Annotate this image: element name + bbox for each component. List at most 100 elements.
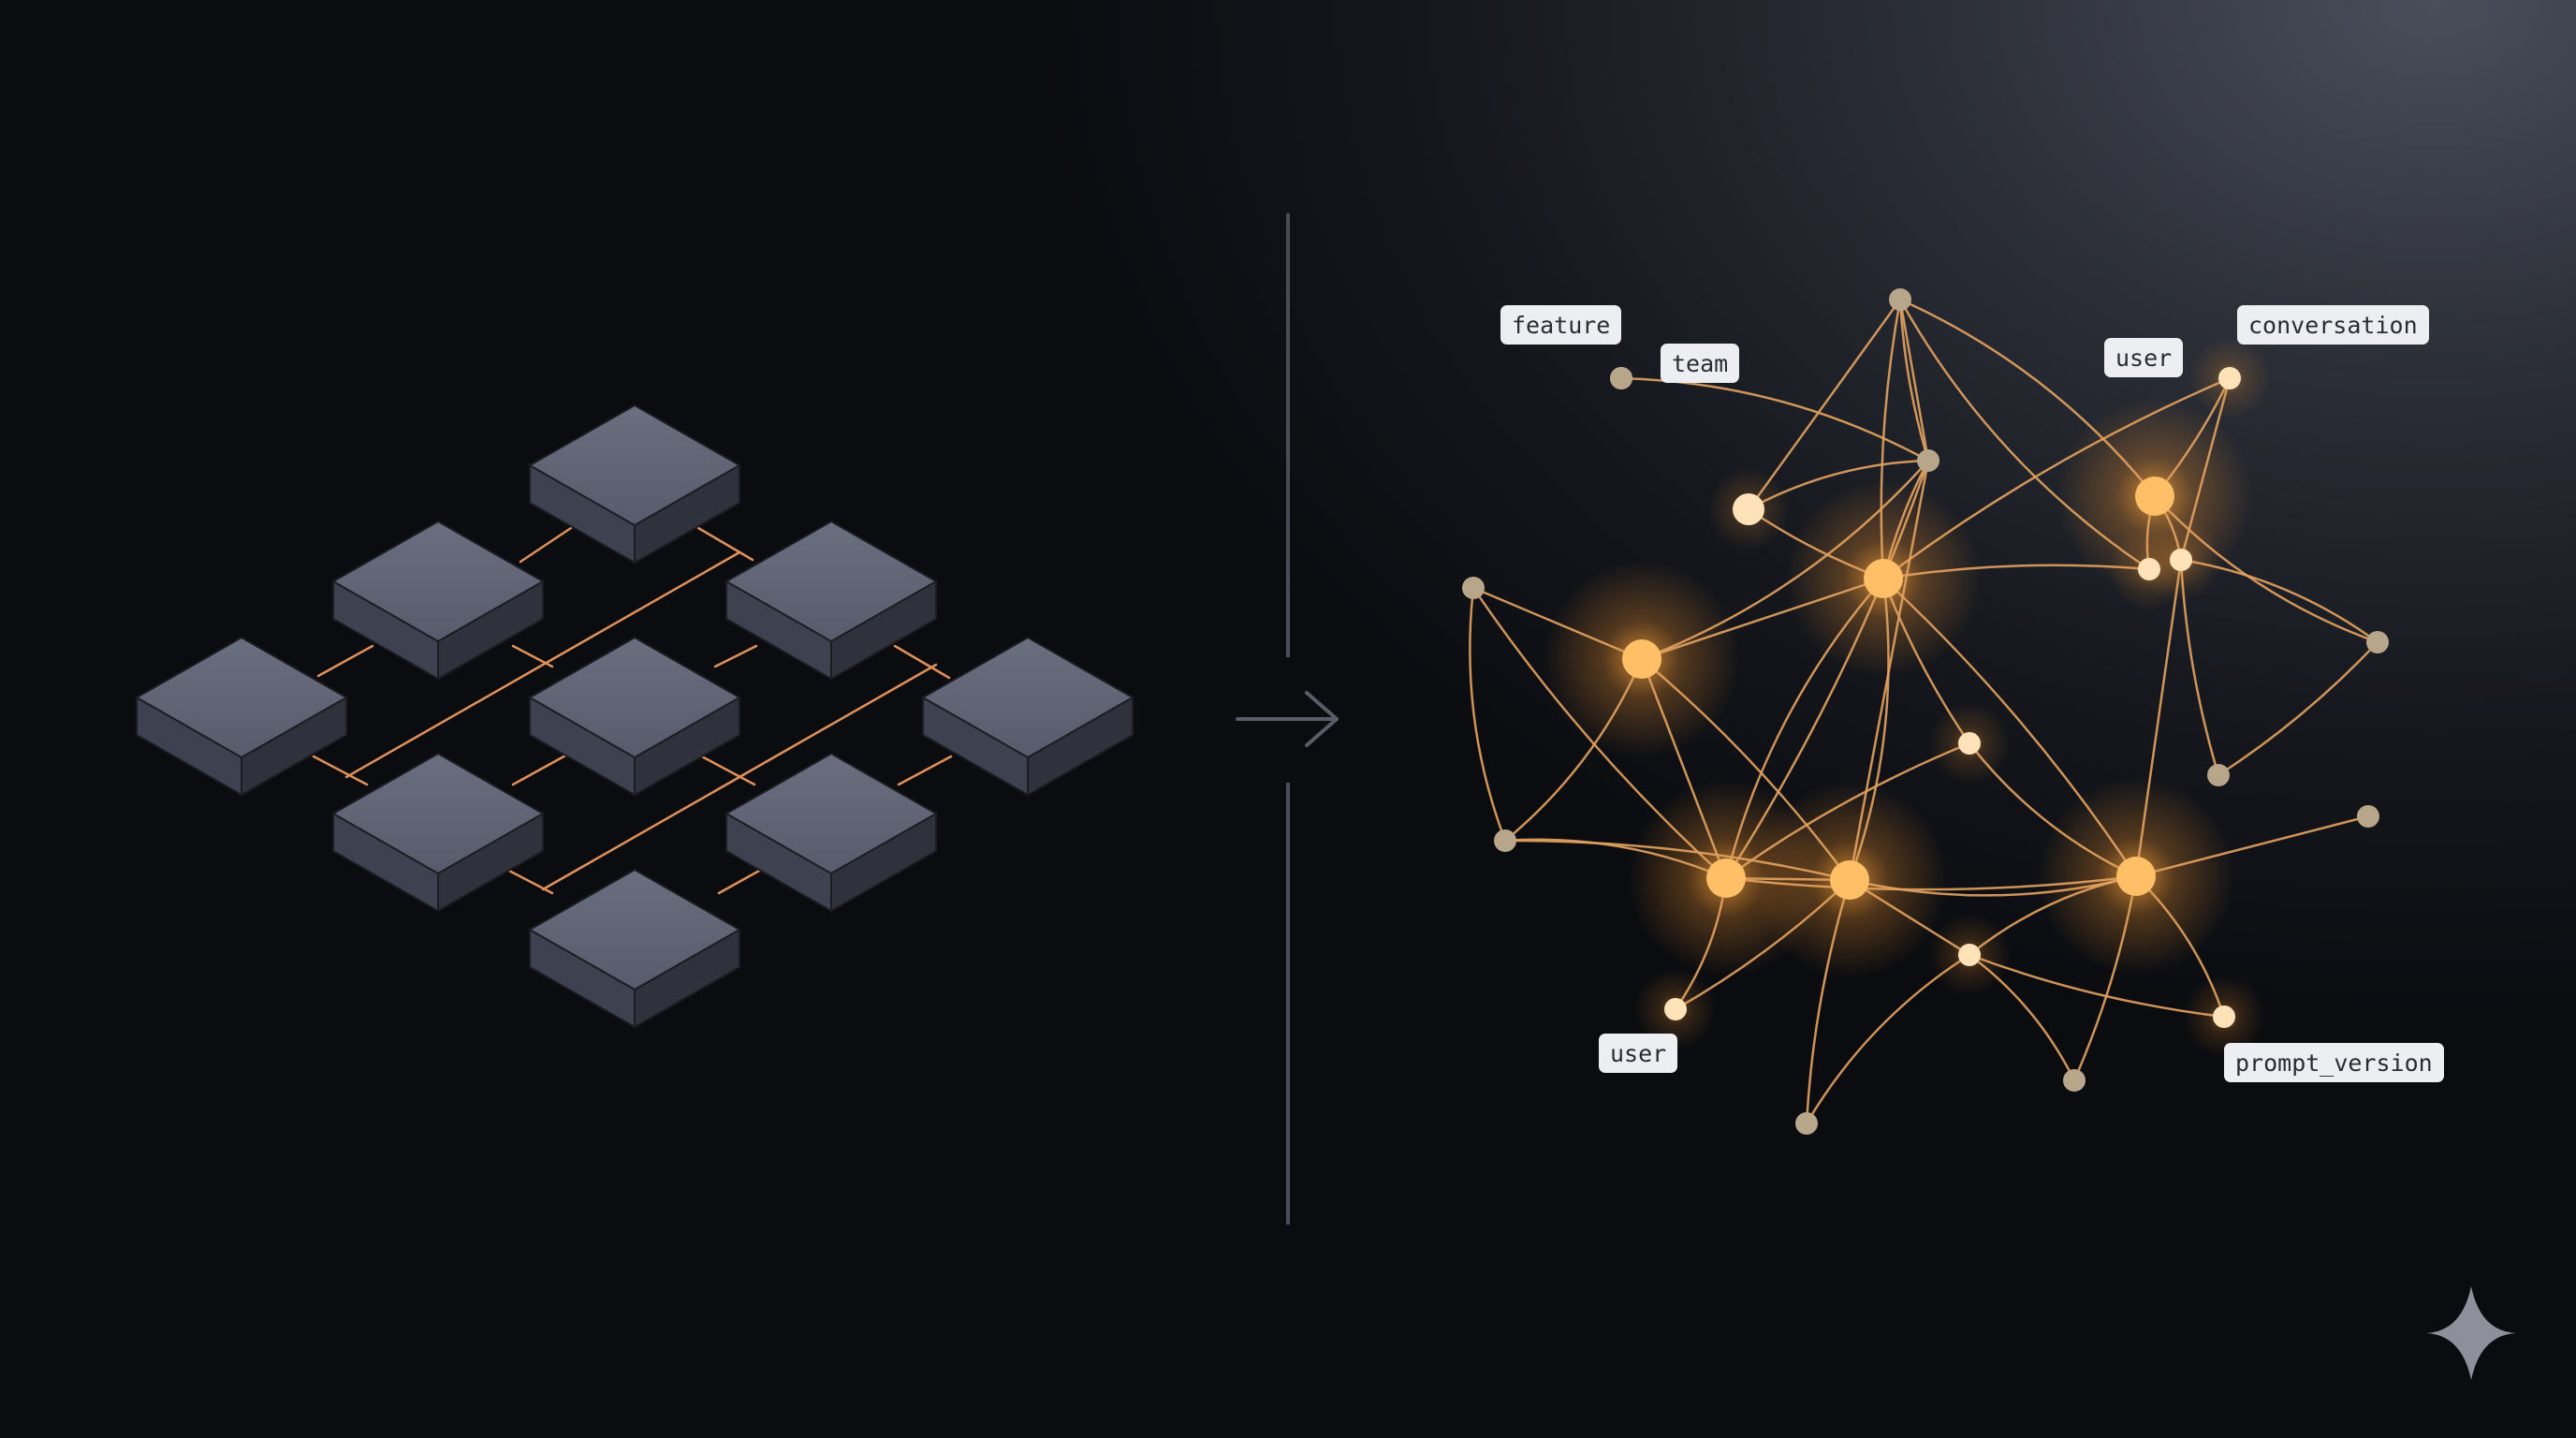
graph-node	[1610, 367, 1632, 389]
graph-node	[2357, 805, 2379, 828]
graph-node	[2366, 631, 2389, 653]
iso-block-top-face	[330, 520, 546, 643]
grid-connector	[696, 753, 756, 786]
iso-block	[527, 868, 742, 1029]
grid-connector	[893, 644, 951, 680]
graph-edge	[1898, 299, 2150, 571]
graph-node	[1462, 577, 1485, 599]
iso-block-top-face	[527, 636, 742, 759]
graph-edge	[1504, 838, 1727, 880]
iso-block	[527, 404, 742, 565]
graph-node	[2207, 764, 2230, 786]
graph-node	[1494, 829, 1516, 852]
graph-edge	[1848, 578, 1890, 881]
graph-node	[2218, 367, 2241, 389]
graph-node	[1622, 639, 1661, 679]
grid-connector	[519, 526, 573, 564]
graph-edge	[1640, 658, 1728, 879]
iso-block	[527, 636, 742, 797]
graph-node	[1664, 998, 1687, 1020]
graph-edge	[1641, 577, 1884, 661]
grid-connector	[541, 663, 938, 891]
iso-block-top-face	[527, 868, 742, 991]
iso-block	[330, 752, 546, 913]
graph-edge	[2179, 559, 2220, 776]
graph-edge	[1849, 874, 2137, 897]
graph-edge	[1504, 839, 1851, 882]
graph-nodes	[1462, 288, 2389, 1135]
iso-block	[724, 520, 939, 681]
iso-block-top-face	[724, 752, 939, 875]
graph-edge	[1898, 299, 1930, 462]
graph-node	[2063, 1069, 2086, 1092]
graph-edge	[1641, 460, 1929, 661]
grid-blocks	[134, 404, 1135, 1029]
graph-edge	[1882, 578, 2138, 877]
sparkle-icon	[2426, 1286, 2516, 1380]
graph-node	[1864, 559, 1903, 598]
graph-node	[2213, 1005, 2235, 1028]
graph-edge	[1898, 299, 1930, 462]
graph-node	[1706, 858, 1746, 898]
graph-edge	[1747, 299, 1902, 510]
graph-edge	[1805, 953, 1970, 1124]
graph-edge	[1472, 586, 1643, 661]
grid-connector	[511, 753, 569, 786]
graph-edge	[1504, 658, 1644, 842]
graph-edge	[1882, 376, 2231, 580]
graph-edge	[1725, 741, 1970, 880]
graph-node	[1958, 944, 1981, 966]
graph-node	[2135, 477, 2174, 516]
iso-block-top-face	[724, 520, 939, 643]
grid-connector	[897, 755, 953, 786]
grid-connector	[713, 644, 758, 668]
graph-node	[1830, 860, 1869, 900]
graph-edge	[1675, 879, 1851, 1011]
graph-node	[2116, 857, 2156, 896]
graph-edge	[1969, 953, 2076, 1081]
iso-block	[724, 752, 939, 913]
graph-edge	[1725, 874, 2137, 891]
graph-edge	[1882, 564, 2150, 580]
graph-edge	[1881, 578, 1971, 744]
graph-node	[1958, 732, 1981, 755]
iso-block	[134, 636, 349, 797]
graph-edge	[1748, 459, 1929, 511]
graph-edge	[2134, 559, 2183, 877]
iso-block	[920, 636, 1135, 797]
graph-edge	[1880, 299, 1902, 580]
graph-node	[1917, 449, 1939, 472]
graph-edge	[1969, 742, 2137, 878]
graph-edge	[2179, 377, 2232, 561]
isometric-block-grid	[134, 404, 1135, 1029]
graph-node	[1795, 1112, 1818, 1135]
graph-node	[1889, 288, 1911, 311]
knowledge-graph	[1462, 288, 2389, 1135]
graph-edge	[1641, 658, 1852, 881]
graph-node	[2170, 549, 2192, 571]
graph-edge	[1724, 460, 1930, 879]
graph-edge	[2135, 814, 2369, 878]
graph-node	[1733, 493, 1764, 525]
grid-connector	[696, 526, 754, 562]
panel-divider	[1236, 213, 1339, 1225]
graph-edge	[2072, 875, 2138, 1081]
iso-block-top-face	[920, 636, 1135, 759]
grid-connector	[504, 867, 554, 895]
iso-block-top-face	[330, 752, 546, 875]
graph-node	[2138, 558, 2160, 580]
graph-edge	[1471, 587, 1727, 879]
graph-edges	[1469, 298, 2378, 1124]
graph-edge	[1469, 587, 1507, 842]
graph-edge	[1969, 874, 2137, 956]
graph-edge	[1724, 578, 1884, 879]
grid-connectors	[312, 526, 953, 895]
grid-connector	[316, 644, 374, 678]
grid-connector	[344, 550, 741, 779]
iso-block-top-face	[134, 636, 349, 759]
graph-edge	[2135, 875, 2226, 1018]
graph-edge	[2180, 558, 2378, 644]
graph-edge	[2154, 495, 2378, 644]
grid-connector	[312, 755, 369, 786]
